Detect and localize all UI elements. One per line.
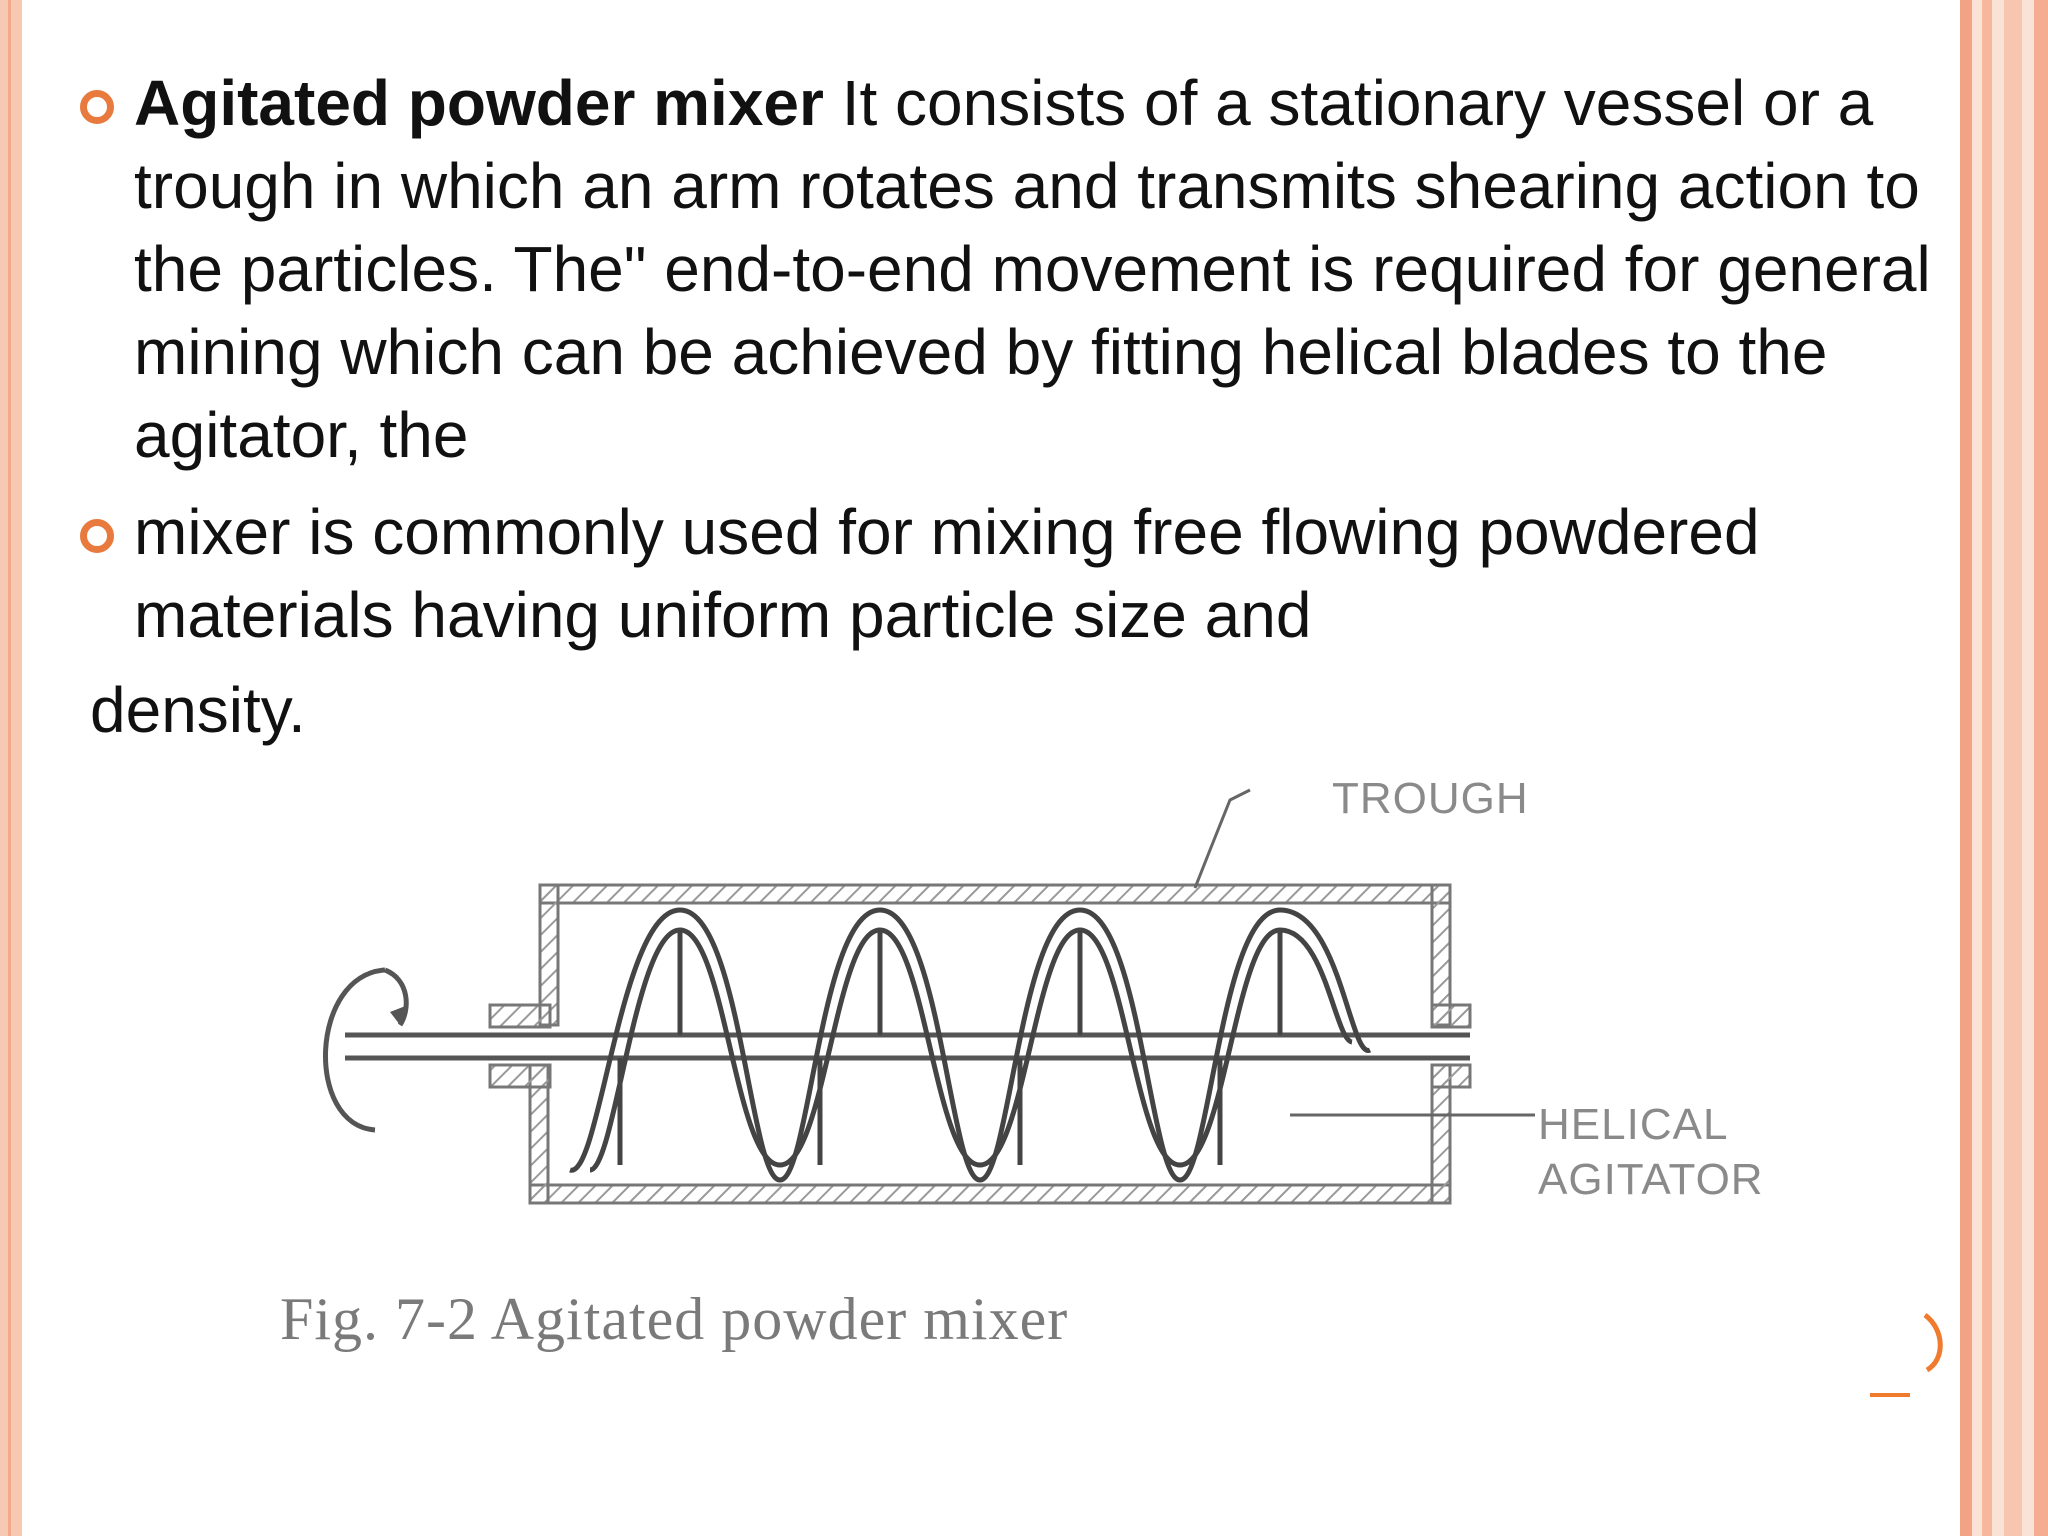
- helical-blade: [569, 907, 1372, 1183]
- bullet-text: mixer is commonly used for mixing free f…: [134, 496, 1760, 651]
- bullet-item: mixer is commonly used for mixing free f…: [80, 491, 1940, 657]
- slide-corner-mark-icon: [1870, 1313, 1943, 1397]
- frame-stripe: [1982, 0, 1992, 1536]
- agitated-mixer-figure: TROUGH HELICAL AGITATOR: [290, 760, 1810, 1380]
- bullet-item: Agitated powder mixer It consists of a s…: [80, 62, 1940, 477]
- bullet-text: It consists of a stationary vessel or a …: [134, 67, 1931, 471]
- frame-stripe: [1960, 0, 1972, 1536]
- trough-label: TROUGH: [1332, 774, 1529, 823]
- left-frame-decoration: [0, 0, 22, 1536]
- slide-content: Agitated powder mixer It consists of a s…: [80, 62, 1940, 752]
- bullet-circle-icon: [80, 519, 114, 553]
- frame-stripe: [2004, 0, 2022, 1536]
- agitator-label: AGITATOR: [1538, 1155, 1764, 1204]
- rotation-arrow-icon: [323, 967, 409, 1133]
- mixer-diagram: [323, 788, 1535, 1205]
- bullet-circle-icon: [80, 90, 114, 124]
- helical-label: HELICAL: [1538, 1100, 1729, 1149]
- continuation-text: density.: [90, 674, 306, 746]
- figure-caption: Fig. 7-2 Agitated powder mixer: [280, 1286, 1069, 1352]
- agitator-shaft: [345, 1032, 1470, 1061]
- trough-walls: [488, 883, 1472, 1205]
- right-frame-decoration: [1960, 0, 2048, 1536]
- frame-stripe: [2034, 0, 2048, 1536]
- bullet-term: Agitated powder mixer: [134, 67, 824, 139]
- leader-lines: [1193, 788, 1535, 1117]
